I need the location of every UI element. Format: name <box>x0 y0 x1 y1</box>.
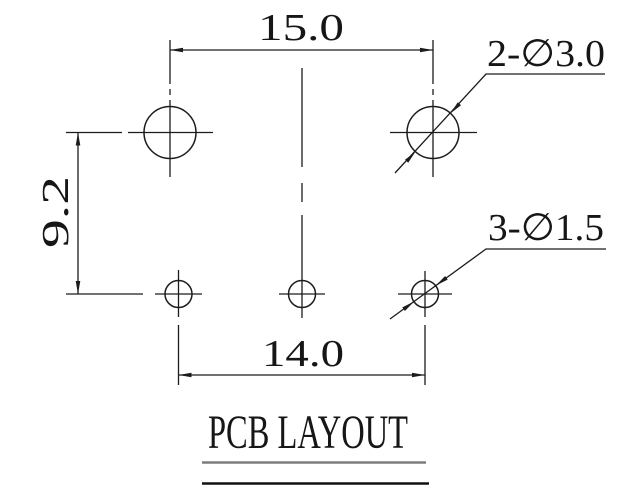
centerlines <box>128 40 477 318</box>
arrowhead-leader-icon <box>405 151 416 163</box>
callout-small-holes-label: 3-∅1.5 <box>488 207 604 249</box>
arrowhead-leader-icon <box>435 276 448 286</box>
callout-small-holes: 3-∅1.5 <box>389 207 606 320</box>
dimension-top: 15.0 <box>170 7 433 53</box>
dimension-bottom: 14.0 <box>177 325 426 385</box>
arrowhead-right-icon <box>420 47 433 53</box>
dimension-bottom-value: 14.0 <box>262 333 344 375</box>
dimension-left-witness-lines <box>66 131 143 295</box>
arrowhead-left-icon <box>178 372 192 378</box>
dimension-top-value: 15.0 <box>258 7 344 49</box>
arrowhead-down-icon <box>75 281 81 294</box>
arrowhead-up-icon <box>75 132 81 146</box>
arrowhead-leader-icon <box>450 102 461 114</box>
dimension-left-value: 9.2 <box>35 176 77 248</box>
callout-small-leader-line <box>389 248 606 320</box>
dimension-left: 9.2 <box>35 131 143 295</box>
arrowhead-left-icon <box>170 47 183 53</box>
callout-large-leader-line <box>394 73 605 174</box>
arrowhead-right-icon <box>412 372 425 378</box>
title-block: PCB LAYOUT <box>202 406 429 485</box>
callout-large-holes-label: 2-∅3.0 <box>487 33 605 75</box>
arrowhead-leader-icon <box>402 301 415 311</box>
crosshair-small-left <box>155 270 202 317</box>
drawing-title: PCB LAYOUT <box>208 406 408 459</box>
callout-large-holes: 2-∅3.0 <box>394 33 605 174</box>
